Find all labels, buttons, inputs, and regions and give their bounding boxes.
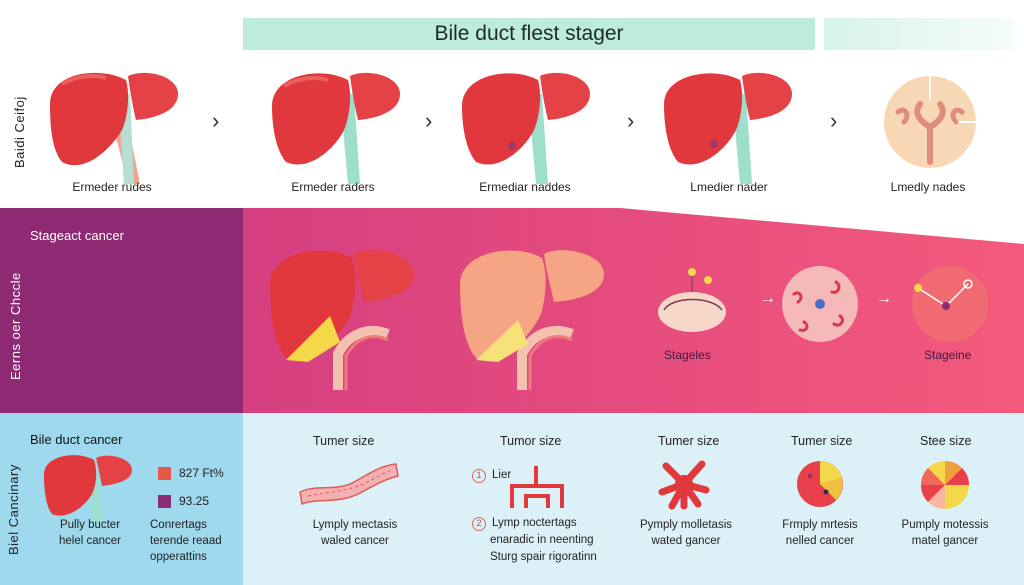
liver-icon — [44, 455, 132, 524]
liver-icon — [460, 250, 604, 390]
column-2-text: 2 Lymp noctertags enaradic in neenting St… — [472, 515, 597, 566]
caption-line: enaradic in neenting — [490, 534, 594, 546]
column-3-text: Pymply molletasis wated gancer — [636, 517, 736, 549]
caption-line: terende reaad — [150, 535, 222, 547]
caption-line: waled cancer — [321, 535, 389, 547]
caption-line: Conrertags — [150, 519, 207, 531]
column-4-title: Tumer size — [791, 434, 853, 448]
bottom-left-caption-2: Conrertags terende reaad opperattins — [150, 517, 240, 565]
chevron-right-icon: › — [627, 108, 635, 133]
column-5-title: Stee size — [920, 434, 972, 448]
liver-icon — [270, 250, 414, 390]
number-badge: 1 — [472, 469, 486, 483]
caption-line: Sturg spair rigoratinn — [490, 551, 597, 563]
bottom-heading: Bile duct cancer — [30, 432, 123, 447]
legend-item-1: 827 Ft% — [158, 466, 224, 480]
middle-caption-2: Stageine — [924, 348, 972, 362]
column-2-marker-1: 1 Lier — [472, 467, 511, 484]
caption-line: Lymply mectasis — [312, 519, 398, 531]
number-badge: 2 — [472, 517, 486, 531]
liver-icon — [272, 72, 400, 184]
caption-line: Frmply mrtesis — [782, 519, 858, 531]
duct-icon — [299, 463, 399, 506]
caption-line: opperattins — [150, 551, 207, 563]
bottom-left-caption-1: Pully bucter helel cancer — [40, 517, 140, 549]
step-2-caption: Ermeder raders — [291, 180, 375, 194]
column-4-text: Frmply mrtesis nelled cancer — [770, 517, 870, 549]
title-banner: Bile duct flest stager — [243, 18, 815, 50]
step-5-illustration — [880, 64, 1024, 204]
column-3-title: Tumer size — [658, 434, 720, 448]
legend-swatch-red — [158, 466, 171, 480]
step-3-caption: Ermediar naddes — [479, 180, 571, 194]
row-label-middle: Eerns oer Chccle — [8, 272, 23, 380]
column-1-text: Lymply mectasis waled cancer — [290, 517, 420, 549]
legend-label-1: 827 Ft% — [179, 466, 224, 480]
column-2-title: Tumor size — [500, 434, 562, 448]
row-label-bottom: Biel Cancinary — [6, 464, 21, 555]
caption-line: Lymp noctertags — [492, 517, 577, 529]
bottom-left-panel — [0, 413, 243, 585]
caption-line: wated gancer — [651, 535, 721, 547]
title-banner-fade — [824, 18, 1014, 50]
legend-swatch-purple — [158, 494, 171, 508]
caption-line: Pumply motessis — [901, 519, 989, 531]
middle-left-panel — [0, 208, 243, 413]
liver-icon — [50, 72, 178, 184]
cell-icon — [884, 76, 976, 168]
caption-line: matel gancer — [911, 535, 979, 547]
bottom-right-panel — [243, 413, 1024, 585]
middle-band-background — [243, 208, 1024, 413]
step-5-caption: Lmedly nades — [890, 180, 966, 194]
tumor-icon — [782, 266, 858, 342]
cell-icon — [912, 266, 988, 342]
step-1-illustration — [40, 64, 200, 204]
step-4-illustration — [662, 64, 822, 204]
pie-icon — [797, 461, 843, 507]
caption-line: Pully bucter — [59, 519, 121, 531]
liver-icon — [664, 72, 792, 184]
chevron-right-icon: › — [212, 108, 220, 133]
duct-icon — [510, 466, 564, 508]
caption-line: Pymply molletasis — [639, 519, 733, 531]
step-2-illustration — [268, 64, 428, 204]
row-label-top: Baidi Ceifoj — [12, 96, 27, 168]
tumor-icon — [658, 460, 710, 510]
legend-item-2: 93.25 — [158, 494, 209, 508]
step-1-caption: Ermeder rudes — [72, 180, 152, 194]
chevron-right-icon: › — [425, 108, 433, 133]
column-5-text: Pumply motessis matel gancer — [895, 517, 995, 549]
step-3-illustration — [460, 64, 620, 204]
column-1-title: Tumer size — [313, 434, 375, 448]
arrow-right-icon: → — [760, 290, 776, 307]
page-title: Bile duct flest stager — [434, 22, 624, 45]
caption-line: nelled cancer — [785, 535, 855, 547]
chevron-right-icon: › — [830, 108, 838, 133]
cell-icon — [658, 268, 726, 332]
liver-icon — [462, 72, 590, 184]
legend-label-2: 93.25 — [179, 494, 210, 508]
marker-label: Lier — [492, 469, 512, 481]
caption-line: helel cancer — [58, 535, 121, 547]
pie-icon — [920, 460, 970, 510]
middle-heading: Stageact cancer — [30, 228, 124, 243]
step-4-caption: Lmedier nader — [690, 180, 768, 194]
arrow-right-icon: → — [876, 290, 892, 307]
middle-caption-1: Stageles — [664, 348, 711, 362]
